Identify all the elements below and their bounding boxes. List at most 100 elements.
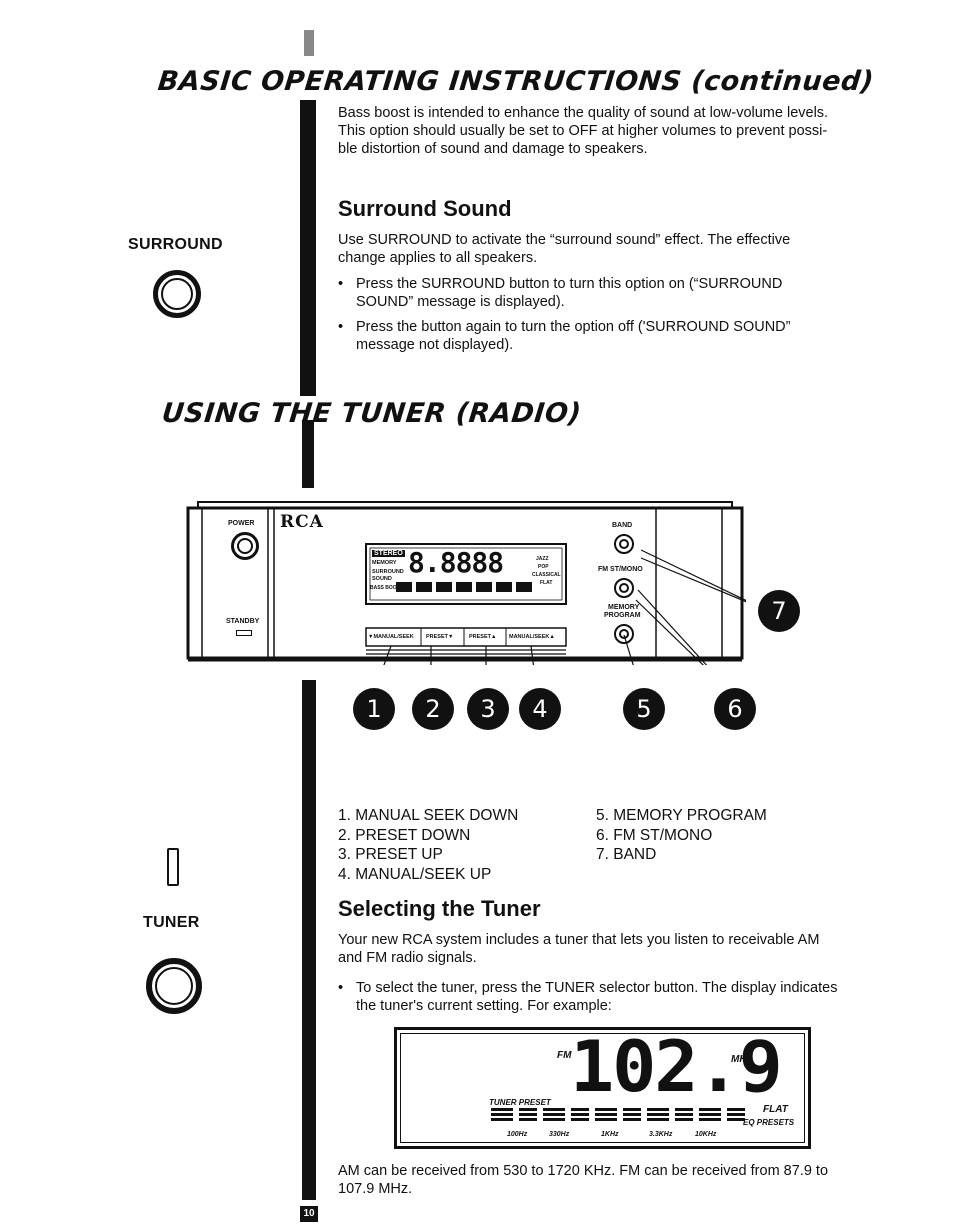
eq-band-100hz: 100Hz bbox=[507, 1131, 528, 1138]
display-unit: MHz bbox=[731, 1054, 752, 1065]
lcd-bass-boost-label: BASS BOOST bbox=[370, 585, 404, 591]
button-manual-seek-up: MANUAL/SEEK▲ bbox=[509, 634, 555, 640]
bullet-line: To select the tuner, press the TUNER sel… bbox=[356, 980, 838, 996]
bass-boost-line: This option should usually be set to OFF… bbox=[338, 123, 828, 139]
memory-program-knob-icon bbox=[614, 624, 634, 644]
bass-boost-paragraph: Bass boost is intended to enhance the qu… bbox=[338, 104, 898, 158]
lcd-flat-label: FLAT bbox=[540, 580, 553, 586]
bass-boost-line: ble distortion of sound and damage to sp… bbox=[338, 141, 648, 157]
legend-list-right: 5. MEMORY PROGRAM 6. FM ST/MONO 7. BAND bbox=[596, 806, 767, 865]
legend-item: 7. BAND bbox=[596, 846, 657, 863]
decorative-mark bbox=[304, 30, 314, 56]
lcd-digits: 8.8888 bbox=[408, 546, 504, 579]
tuner-display-example: FM 102.9 MHz TUNER PRESET FLAT EQ PRESET… bbox=[394, 1026, 811, 1149]
eq-band-3-3khz: 3.3KHz bbox=[649, 1131, 673, 1138]
memory-program-label-1: MEMORY bbox=[608, 604, 640, 611]
stereo-panel-outline bbox=[186, 501, 746, 665]
display-tuner-preset: TUNER PRESET bbox=[489, 1098, 551, 1107]
display-eq-bars bbox=[491, 1108, 745, 1121]
eq-band-330hz: 330Hz bbox=[549, 1131, 570, 1138]
eq-bar bbox=[699, 1108, 721, 1121]
legend-item: 5. MEMORY PROGRAM bbox=[596, 807, 767, 824]
tuner-range-line: AM can be received from 530 to 1720 KHz.… bbox=[338, 1163, 829, 1179]
callout-1: 1 bbox=[353, 688, 395, 730]
tuner-side-label: TUNER bbox=[143, 914, 200, 931]
power-label: POWER bbox=[228, 520, 255, 527]
callout-3: 3 bbox=[467, 688, 509, 730]
tuner-intro-line: and FM radio signals. bbox=[338, 950, 477, 966]
lcd-stereo-label: STEREO bbox=[372, 550, 405, 557]
lcd-jazz-label: JAZZ bbox=[536, 556, 549, 562]
button-preset-down: PRESET▼ bbox=[426, 634, 454, 640]
display-frequency: 102.9 bbox=[569, 1026, 783, 1108]
memory-program-label-2: PROGRAM bbox=[604, 612, 641, 619]
lcd-pop-label: POP bbox=[538, 564, 549, 570]
legend-list-left: 1. MANUAL SEEK DOWN 2. PRESET DOWN 3. PR… bbox=[338, 806, 518, 884]
band-knob-icon bbox=[614, 534, 634, 554]
band-label: BAND bbox=[612, 522, 633, 529]
tuner-select-bullet: To select the tuner, press the TUNER sel… bbox=[338, 979, 908, 1015]
display-band: FM bbox=[557, 1050, 572, 1061]
eq-bar bbox=[571, 1108, 589, 1121]
surround-intro-line: change applies to all speakers. bbox=[338, 250, 538, 266]
bullet-line: Press the SURROUND button to turn this o… bbox=[356, 276, 783, 292]
button-manual-seek-down: ▼MANUAL/SEEK bbox=[368, 634, 414, 640]
standby-label: STANDBY bbox=[226, 618, 260, 625]
eq-band-1khz: 1KHz bbox=[601, 1131, 619, 1138]
eq-bar bbox=[543, 1108, 565, 1121]
eq-bar bbox=[647, 1108, 669, 1121]
bullet-line: Press the button again to turn the optio… bbox=[356, 319, 791, 335]
page-heading-using-tuner: USING THE TUNER (RADIO) bbox=[160, 398, 583, 429]
display-flat: FLAT bbox=[763, 1104, 788, 1115]
eq-bar bbox=[595, 1108, 617, 1121]
surround-intro-line: Use SURROUND to activate the “surround s… bbox=[338, 232, 791, 248]
margin-bar-bottom bbox=[302, 680, 316, 1200]
margin-bar-middle bbox=[302, 420, 314, 488]
surround-bullet-on: Press the SURROUND button to turn this o… bbox=[338, 275, 898, 311]
selecting-tuner-title: Selecting the Tuner bbox=[338, 896, 541, 921]
page-number: 10 bbox=[300, 1206, 318, 1222]
surround-intro: Use SURROUND to activate the “surround s… bbox=[338, 231, 898, 267]
bullet-line: the tuner's current setting. For example… bbox=[356, 998, 612, 1014]
fm-st-mono-knob-icon bbox=[614, 578, 634, 598]
legend-item: 2. PRESET DOWN bbox=[338, 826, 471, 844]
margin-bar-top bbox=[300, 100, 316, 396]
callout-7: 7 bbox=[758, 590, 800, 632]
tuner-range-paragraph: AM can be received from 530 to 1720 KHz.… bbox=[338, 1162, 898, 1198]
button-preset-up: PRESET▲ bbox=[469, 634, 497, 640]
legend-item: 6. FM ST/MONO bbox=[596, 826, 713, 844]
tuner-intro: Your new RCA system includes a tuner tha… bbox=[338, 931, 898, 967]
display-eq-presets: EQ PRESETS bbox=[743, 1118, 795, 1127]
bass-boost-line: Bass boost is intended to enhance the qu… bbox=[338, 105, 829, 121]
rca-brand-logo: RCA bbox=[280, 512, 324, 532]
power-knob-icon bbox=[231, 532, 259, 560]
eq-bar bbox=[491, 1108, 513, 1121]
lcd-surround-label: SURROUND bbox=[372, 569, 404, 575]
eq-bar bbox=[519, 1108, 537, 1121]
lcd-memory-label: MEMORY bbox=[372, 560, 397, 566]
bullet-line: SOUND” message is displayed). bbox=[356, 294, 565, 310]
eq-band-10khz: 10KHz bbox=[695, 1131, 717, 1138]
lcd-sound-label: SOUND bbox=[372, 576, 392, 582]
tuner-indicator-icon bbox=[167, 848, 179, 886]
callout-6: 6 bbox=[714, 688, 756, 730]
tuner-intro-line: Your new RCA system includes a tuner tha… bbox=[338, 932, 820, 948]
callout-5: 5 bbox=[623, 688, 665, 730]
standby-indicator bbox=[236, 630, 252, 636]
callout-2: 2 bbox=[412, 688, 454, 730]
surround-side-label: SURROUND bbox=[128, 236, 223, 253]
eq-bar bbox=[727, 1108, 745, 1121]
bullet-line: message not displayed). bbox=[356, 337, 514, 353]
eq-bar bbox=[675, 1108, 693, 1121]
tuner-range-line: 107.9 MHz. bbox=[338, 1181, 413, 1197]
legend-item: 3. PRESET UP bbox=[338, 846, 443, 863]
callout-4: 4 bbox=[519, 688, 561, 730]
surround-bullet-off: Press the button again to turn the optio… bbox=[338, 318, 898, 354]
surround-sound-title: Surround Sound bbox=[338, 196, 512, 221]
fm-st-mono-label: FM ST/MONO bbox=[598, 566, 643, 573]
surround-button-icon bbox=[153, 270, 201, 318]
tuner-button-icon bbox=[146, 958, 202, 1014]
stereo-front-panel-diagram: POWER STANDBY RCA STEREO MEMORY SURROUND… bbox=[186, 500, 800, 730]
legend-item: 1. MANUAL SEEK DOWN bbox=[338, 807, 519, 824]
eq-bar bbox=[623, 1108, 641, 1121]
